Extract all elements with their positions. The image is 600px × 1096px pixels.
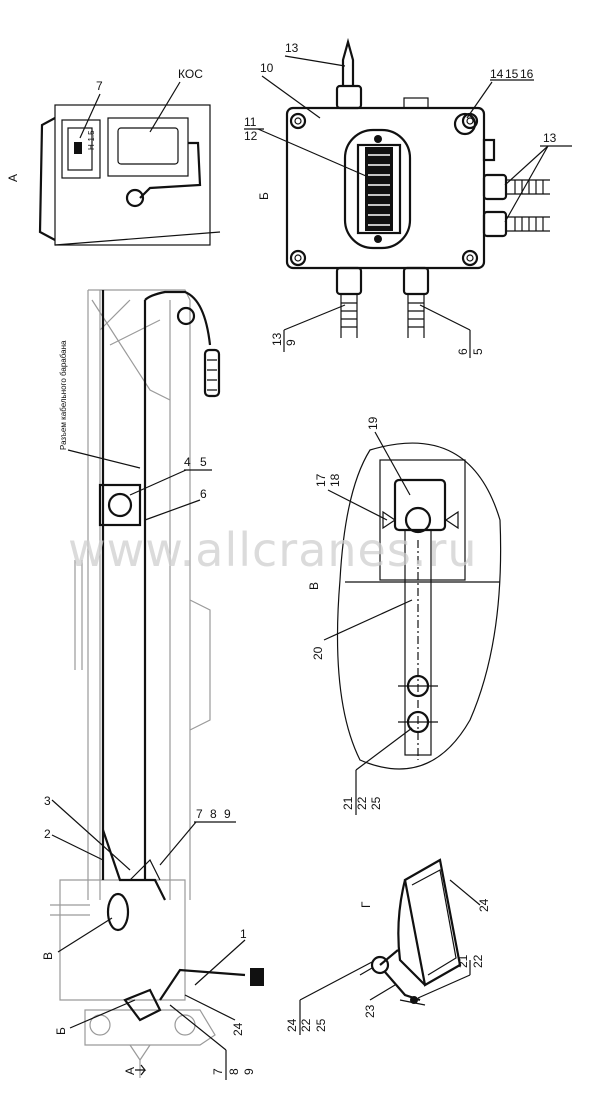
callout-15: 15	[505, 67, 519, 81]
callout-18: 18	[328, 473, 342, 487]
junction-box	[285, 37, 550, 338]
callout-4: 4	[184, 455, 191, 469]
callout-22-g: 22	[471, 954, 485, 968]
callout-6: 6	[200, 487, 207, 501]
view-v-label: В	[307, 582, 321, 590]
view-g-floodlight	[359, 858, 462, 1006]
view-a-arrow-label: А	[123, 1067, 137, 1075]
callout-1: 1	[240, 927, 247, 941]
callout-8-bottom: 8	[227, 1068, 241, 1075]
callout-9-bottom: 9	[284, 339, 298, 346]
cable-route	[98, 290, 264, 1022]
view-v-mount	[336, 442, 502, 770]
callout-17: 17	[314, 473, 328, 487]
callout-25-bottom: 25	[314, 1018, 328, 1032]
callout-25: 25	[369, 796, 383, 810]
callout-23: 23	[363, 1004, 377, 1018]
callout-2: 2	[44, 827, 51, 841]
callout-b: Б	[54, 1027, 68, 1035]
view-b-label: Б	[257, 192, 271, 200]
callout-13-bottom: 13	[270, 332, 284, 346]
callout-12: 12	[244, 129, 258, 143]
callout-19: 19	[366, 416, 380, 430]
callout-8-mid: 8	[210, 807, 217, 821]
callout-9-mid: 9	[224, 807, 231, 821]
callout-7-view-a: 7	[96, 79, 103, 93]
callout-21: 21	[341, 796, 355, 810]
watermark: www.allcranes.ru	[68, 523, 478, 577]
view-a-box	[38, 104, 221, 246]
callout-13-right: 13	[543, 131, 557, 145]
callout-13-top: 13	[285, 41, 299, 55]
callout-5: 5	[200, 455, 207, 469]
kos-label: КОС	[178, 67, 203, 81]
cable-drum-connector-label: Разъем кабельного барабана	[59, 340, 68, 450]
callout-16: 16	[520, 67, 534, 81]
view-g-label: Г	[359, 901, 373, 908]
callout-9-bottom-right: 9	[242, 1068, 256, 1075]
callout-10: 10	[260, 61, 274, 75]
crane-boom	[50, 289, 216, 1078]
callout-v: В	[41, 952, 55, 960]
callout-7-bottom: 7	[211, 1068, 225, 1075]
callout-3: 3	[44, 794, 51, 808]
callout-20: 20	[311, 646, 325, 660]
callout-5-bottom: 5	[471, 348, 485, 355]
callout-22: 22	[355, 796, 369, 810]
callout-24-top: 24	[477, 898, 491, 912]
h15-label: Н-1.5	[87, 130, 96, 150]
callout-24-bottom: 24	[285, 1018, 299, 1032]
callout-24-main: 24	[231, 1022, 245, 1036]
callout-22-bottom: 22	[299, 1018, 313, 1032]
terminal-block	[365, 147, 393, 231]
callout-7-mid: 7	[196, 807, 203, 821]
callout-21-g: 21	[456, 954, 470, 968]
callout-6-bottom: 6	[456, 348, 470, 355]
view-a-label: А	[6, 174, 20, 182]
callout-11: 11	[244, 115, 257, 129]
callout-14: 14	[490, 67, 504, 81]
